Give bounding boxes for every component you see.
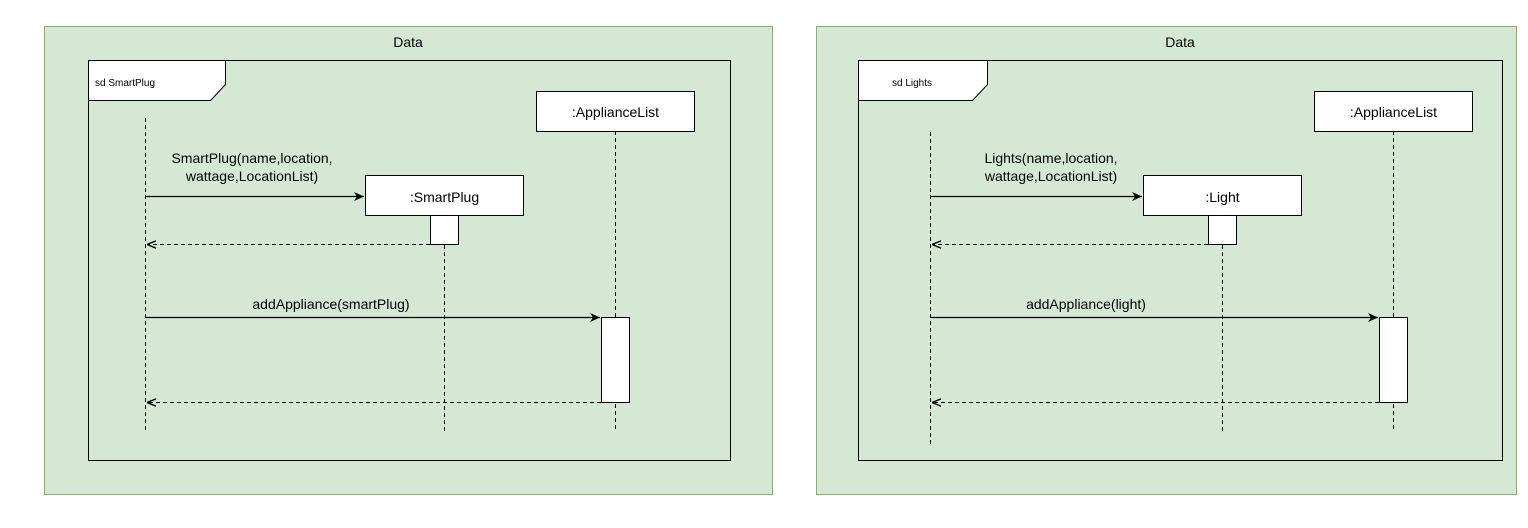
appliancelist-object — [536, 91, 695, 132]
frame-label-tab — [858, 60, 988, 101]
create-message-label-line1: SmartPlug(name,location, — [171, 150, 332, 166]
frame-label: sd Lights — [892, 78, 932, 89]
create-message-label-line1: Lights(name,location, — [984, 150, 1117, 166]
light-activation — [1208, 215, 1237, 245]
appliancelist-object — [1314, 91, 1473, 132]
package-title: Data — [1165, 34, 1195, 50]
appliancelist-object-label: :ApplianceList — [1350, 104, 1437, 120]
create-message-label-line2: wattage,LocationList) — [984, 168, 1117, 184]
sequence-diagram-lights: Data sd Lights :ApplianceList :Light Lig… — [816, 26, 1517, 495]
add-message-label: addAppliance(smartPlug) — [252, 296, 409, 312]
light-object-label: :Light — [1205, 189, 1239, 205]
package-title: Data — [393, 34, 423, 50]
smartplug-activation — [430, 215, 459, 245]
add-message-label: addAppliance(light) — [1026, 296, 1146, 312]
light-object — [1143, 175, 1302, 216]
create-message-label-line2: wattage,LocationList) — [185, 168, 318, 184]
appliancelist-object-label: :ApplianceList — [572, 104, 659, 120]
smartplug-object-label: :SmartPlug — [410, 189, 479, 205]
frame-label: sd SmartPlug — [95, 78, 155, 89]
sequence-diagram-smartplug: Data sd SmartPlug :ApplianceList :SmartP… — [44, 26, 773, 495]
appliancelist-activation — [1379, 317, 1408, 403]
appliancelist-activation — [601, 317, 630, 403]
frame-label-tab — [88, 60, 226, 101]
